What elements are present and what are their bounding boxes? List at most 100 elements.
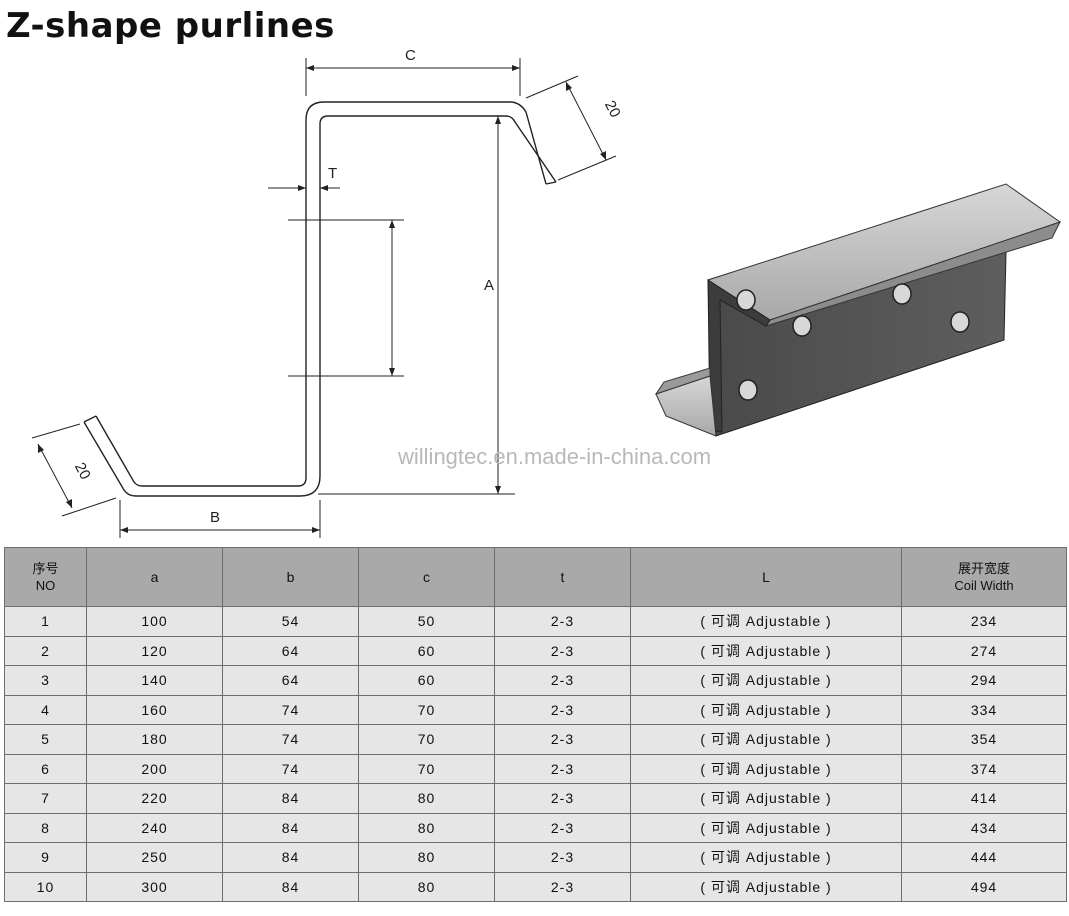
cell-a: 100 — [86, 606, 223, 637]
cell-a: 160 — [86, 694, 223, 725]
cell-no: 3 — [4, 665, 87, 696]
cell-coil: 434 — [901, 812, 1067, 843]
dimension-lip-top-label: 20 — [601, 98, 624, 121]
cell-c: 50 — [358, 606, 495, 637]
cell-t: 2-3 — [494, 842, 631, 873]
cell-c: 70 — [358, 694, 495, 725]
cell-a: 250 — [86, 842, 223, 873]
z-profile-diagram: C A B T 20 20 — [31, 47, 624, 538]
header-no: 序号 NO — [4, 547, 87, 607]
cell-no: 10 — [4, 871, 87, 902]
cell-coil: 414 — [901, 783, 1067, 814]
cell-b: 84 — [222, 783, 359, 814]
header-no-cn: 序号 — [32, 561, 59, 576]
cell-t: 2-3 — [494, 665, 631, 696]
cell-l: ( 可调 Adjustable ) — [630, 871, 902, 902]
header-c: c — [358, 547, 495, 607]
cell-coil: 374 — [901, 753, 1067, 784]
cell-b: 64 — [222, 665, 359, 696]
cell-no: 6 — [4, 753, 87, 784]
cell-c: 70 — [358, 724, 495, 755]
cell-t: 2-3 — [494, 635, 631, 666]
cell-coil: 274 — [901, 635, 1067, 666]
cell-a: 300 — [86, 871, 223, 902]
cell-no: 8 — [4, 812, 87, 843]
cell-l: ( 可调 Adjustable ) — [630, 842, 902, 873]
cell-no: 9 — [4, 842, 87, 873]
cell-b: 84 — [222, 842, 359, 873]
header-coil-en: Coil Width — [954, 578, 1014, 593]
cell-b: 54 — [222, 606, 359, 637]
cell-c: 80 — [358, 783, 495, 814]
cell-no: 2 — [4, 635, 87, 666]
page-title: Z-shape purlines — [6, 6, 335, 46]
cell-t: 2-3 — [494, 694, 631, 725]
header-b: b — [222, 547, 359, 607]
cell-t: 2-3 — [494, 724, 631, 755]
dimension-lip-bottom-label: 20 — [71, 460, 94, 483]
purline-3d-illustration — [654, 183, 1062, 437]
cell-a: 240 — [86, 812, 223, 843]
cell-c: 80 — [358, 812, 495, 843]
cell-t: 2-3 — [494, 812, 631, 843]
cell-c: 60 — [358, 635, 495, 666]
cell-coil: 354 — [901, 724, 1067, 755]
cell-coil: 334 — [901, 694, 1067, 725]
cell-no: 5 — [4, 724, 87, 755]
cell-no: 4 — [4, 694, 87, 725]
cell-t: 2-3 — [494, 783, 631, 814]
cell-l: ( 可调 Adjustable ) — [630, 635, 902, 666]
header-coil-cn: 展开宽度 — [957, 561, 1010, 576]
cell-a: 220 — [86, 783, 223, 814]
header-a: a — [86, 547, 223, 607]
cell-b: 84 — [222, 812, 359, 843]
cell-l: ( 可调 Adjustable ) — [630, 753, 902, 784]
table-header-row: 序号 NO a b c t L 展开宽度 Coil Width — [4, 547, 1067, 607]
cell-t: 2-3 — [494, 606, 631, 637]
cell-coil: 234 — [901, 606, 1067, 637]
dimension-b-label: B — [210, 509, 220, 526]
cell-b: 84 — [222, 871, 359, 902]
cell-c: 60 — [358, 665, 495, 696]
cell-l: ( 可调 Adjustable ) — [630, 606, 902, 637]
cell-a: 180 — [86, 724, 223, 755]
cell-a: 200 — [86, 753, 223, 784]
cell-l: ( 可调 Adjustable ) — [630, 665, 902, 696]
cell-c: 70 — [358, 753, 495, 784]
cell-a: 120 — [86, 635, 223, 666]
cell-l: ( 可调 Adjustable ) — [630, 694, 902, 725]
cell-no: 1 — [4, 606, 87, 637]
cell-l: ( 可调 Adjustable ) — [630, 812, 902, 843]
cell-b: 64 — [222, 635, 359, 666]
cell-l: ( 可调 Adjustable ) — [630, 724, 902, 755]
watermark: willingtec.en.made-in-china.com — [398, 444, 712, 469]
cell-t: 2-3 — [494, 753, 631, 784]
cell-coil: 494 — [901, 871, 1067, 902]
dimension-a-label: A — [484, 277, 494, 294]
cell-coil: 444 — [901, 842, 1067, 873]
cell-b: 74 — [222, 753, 359, 784]
cell-l: ( 可调 Adjustable ) — [630, 783, 902, 814]
cell-b: 74 — [222, 724, 359, 755]
cell-t: 2-3 — [494, 871, 631, 902]
cell-no: 7 — [4, 783, 87, 814]
cell-b: 74 — [222, 694, 359, 725]
header-no-en: NO — [35, 578, 56, 593]
cell-a: 140 — [86, 665, 223, 696]
header-l: L — [630, 547, 902, 607]
cell-coil: 294 — [901, 665, 1067, 696]
cell-c: 80 — [358, 842, 495, 873]
header-t: t — [494, 547, 631, 607]
header-coil-width: 展开宽度 Coil Width — [901, 547, 1067, 607]
